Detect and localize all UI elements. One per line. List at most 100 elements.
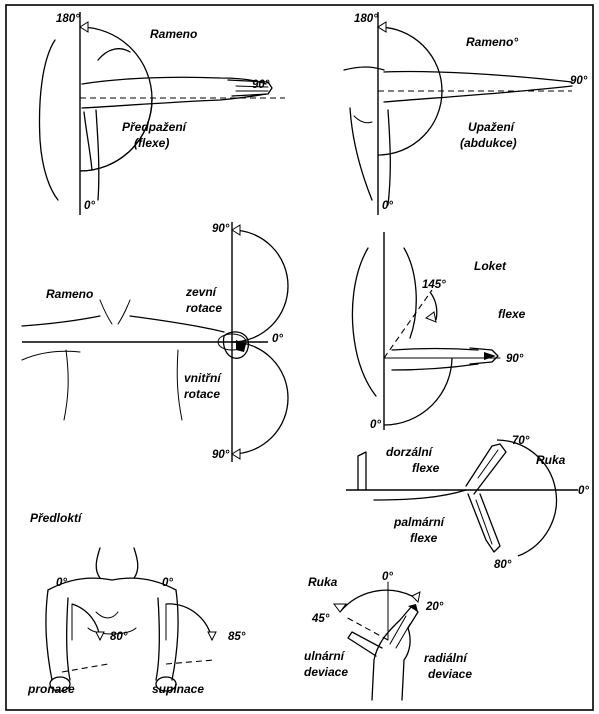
forearm-outline [358, 452, 366, 490]
torso-outline [96, 110, 99, 200]
panel-title: Rameno [46, 287, 93, 301]
angle-80-label: 80° [494, 559, 512, 571]
shoulders-outline [48, 578, 176, 590]
chest-line [354, 116, 372, 123]
panel-elbow: Loket 145° flexe 90° 0° [352, 232, 525, 431]
angle-0-left-label: 0° [56, 577, 67, 589]
angle-20-label: 20° [425, 601, 444, 613]
panel-title: Ruka [536, 453, 566, 467]
forearm-lower-outline [374, 490, 466, 500]
panel-title: Rameno [150, 27, 197, 41]
neck-outline [100, 300, 130, 324]
chest-line [96, 612, 118, 618]
dorsal-hand-outline [466, 444, 506, 494]
deviation-arc [340, 590, 412, 612]
angle-70-label: 70° [512, 435, 530, 447]
motion-label: Předpažení [122, 120, 188, 134]
panel-wrist: 70° Ruka 0° 80° dorzální flexe palmární … [346, 435, 589, 571]
arrow-head [80, 22, 88, 32]
flexion-line [384, 290, 432, 358]
panel-title: Loket [474, 259, 507, 273]
panel-title: Předloktí [30, 511, 83, 525]
arrow-head [378, 22, 386, 32]
right-shoulder-outline [130, 316, 224, 332]
angle-0-label: 0° [272, 333, 283, 345]
angle-0-right-label: 0° [162, 577, 173, 589]
internal-rotation-sublabel: rotace [184, 387, 220, 401]
panel-shoulder-rotation: Rameno 90° 0° 90° zevní rotace vnitřní r… [22, 222, 288, 462]
left-arm-outline [46, 590, 52, 680]
angle-0-label: 0° [370, 419, 381, 431]
motion-label: flexe [498, 307, 526, 321]
supination-arc [166, 604, 212, 640]
angle-180-label: 180° [56, 13, 80, 25]
ulnar-deviation-sublabel: deviace [304, 665, 348, 679]
angle-0-label: 0° [382, 200, 393, 212]
panel-forearm: Předloktí 0° 80° 0° 85° pronace supinace [27, 511, 246, 696]
external-rotation-arc [232, 230, 288, 342]
forearm-upper-outline [392, 349, 478, 351]
panel-shoulder-abduction: Rameno° 180° 90° 0° Upažení (abdukce) [344, 12, 588, 215]
panel-shoulder-flexion: Rameno 180° 90° 0° Předpažení (flexe) [40, 12, 285, 215]
right-arm-inner-outline [156, 598, 159, 680]
panel-title: Ruka [308, 575, 338, 589]
torso-inner-outline [388, 110, 390, 205]
left-arm-inner-outline [67, 598, 70, 680]
external-rotation-sublabel: rotace [186, 301, 222, 315]
dorsal-flexion-label: dorzální [386, 445, 434, 459]
external-rotation-label: zevní [185, 285, 218, 299]
angle-90-label: 90° [506, 353, 524, 365]
hand-shade [484, 352, 496, 360]
angle-90-label: 90° [252, 79, 270, 91]
radial-deviation-label: radiální [424, 651, 468, 665]
ulnar-line [344, 616, 388, 640]
palmar-flexion-sublabel: flexe [410, 531, 438, 545]
supination-dash [166, 660, 214, 664]
motion-label: Upažení [468, 120, 516, 134]
neck-right-outline [134, 548, 138, 578]
angle-45-label: 45° [311, 613, 330, 625]
motion-sublabel: (flexe) [134, 136, 169, 150]
ulnar-deviation-label: ulnární [304, 649, 346, 663]
angle-90-bottom-label: 90° [212, 449, 230, 461]
forearm-lower-outline [392, 364, 478, 370]
angle-85-label: 85° [228, 631, 246, 643]
angle-0-label: 0° [382, 571, 393, 583]
angle-90-label: 90° [570, 75, 588, 87]
torso-right-outline [177, 350, 182, 420]
supination-label: supinace [152, 682, 204, 696]
back-outline [40, 40, 58, 200]
internal-rotation-arc [232, 342, 288, 454]
panel-title: Rameno° [466, 35, 518, 49]
arrow-head [208, 632, 216, 640]
arm-lower-outline [384, 86, 572, 102]
panel-hand-deviation: Ruka 0° 45° 20° ulnární deviace radiální… [304, 571, 472, 700]
internal-rotation-label: vnitřní [184, 371, 222, 385]
chest-line [22, 351, 80, 360]
angle-0-label: 0° [578, 485, 589, 497]
arrow-head [426, 312, 436, 322]
torso-inner-outline [84, 112, 92, 170]
torso-outline [350, 108, 372, 200]
arrow-head-bottom [232, 449, 240, 459]
palmar-flexion-label: palmární [393, 515, 446, 529]
diagram-border [6, 5, 593, 710]
arrow-head-right [412, 592, 420, 602]
pronation-label: pronace [27, 682, 75, 696]
angle-0-label: 0° [84, 200, 95, 212]
angle-90-top-label: 90° [212, 223, 230, 235]
radial-deviation-sublabel: deviace [428, 667, 472, 681]
ulnar-hand-outline [348, 632, 382, 656]
arrow-head-top [232, 225, 240, 235]
torso-left-outline [64, 350, 68, 420]
arm-upper-outline [384, 71, 572, 82]
angle-180-label: 180° [354, 13, 378, 25]
neck-left-outline [96, 548, 100, 578]
hand-outline [372, 606, 418, 700]
pronation-arc [72, 604, 100, 640]
dorsal-flexion-sublabel: flexe [412, 461, 440, 475]
head-outline [98, 49, 130, 60]
upper-arm-inner-outline [404, 248, 416, 338]
angle-80-label: 80° [110, 631, 128, 643]
